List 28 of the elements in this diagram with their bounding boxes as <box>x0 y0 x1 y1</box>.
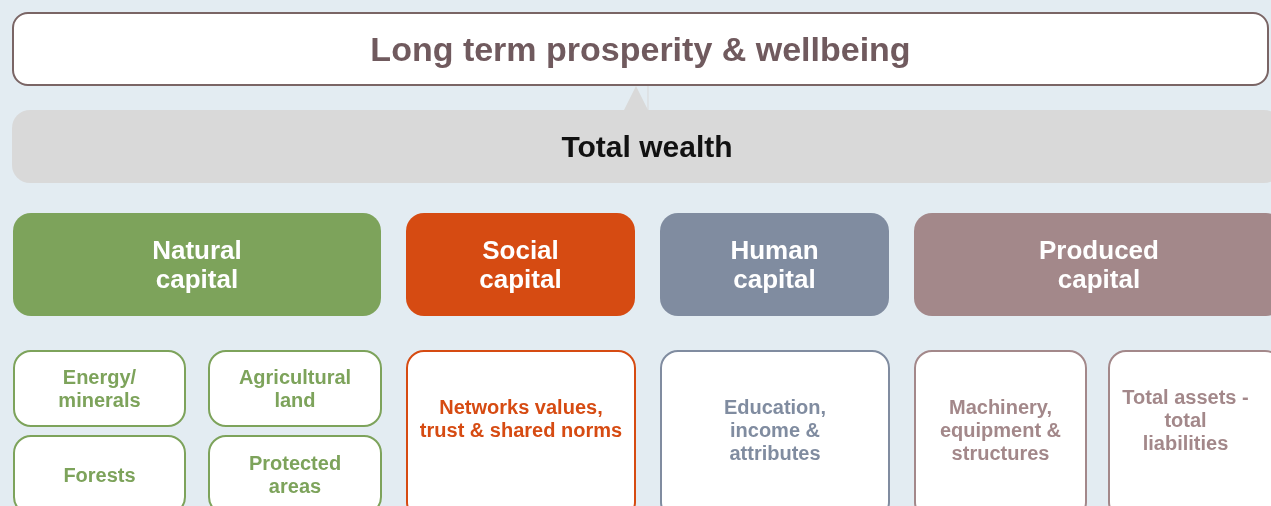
node-label: Long term prosperity & wellbeing <box>370 29 911 69</box>
node-label: Energy/ minerals <box>57 365 142 412</box>
node-label: Networks values, trust & shared norms <box>418 396 624 442</box>
node-label: Machinery, equipment & structures <box>938 396 1063 465</box>
node-label: Protected areas <box>247 452 343 498</box>
node-label: Natural capital <box>151 235 243 294</box>
node-label: Total wealth <box>561 129 733 164</box>
component-box <box>208 435 382 506</box>
capital-box <box>406 213 635 316</box>
component-box <box>13 435 186 506</box>
component-box <box>406 350 636 506</box>
component-box <box>914 350 1087 506</box>
node-label: Total assets - total liabilities <box>1121 386 1250 455</box>
total-wealth-band <box>12 110 1271 183</box>
component-box <box>208 350 382 427</box>
node-label: Forests <box>63 463 136 487</box>
node-label: Human capital <box>729 235 820 294</box>
component-box <box>1108 350 1271 506</box>
node-label: Social capital <box>478 235 563 294</box>
capital-box <box>914 213 1271 316</box>
goal-box <box>12 12 1269 86</box>
component-box <box>13 350 186 427</box>
capital-box <box>660 213 889 316</box>
capital-box <box>13 213 381 316</box>
node-label: Agricultural land <box>237 365 353 412</box>
node-label: Education, income & attributes <box>722 396 828 465</box>
component-box <box>660 350 890 506</box>
node-label: Produced capital <box>1038 235 1160 294</box>
